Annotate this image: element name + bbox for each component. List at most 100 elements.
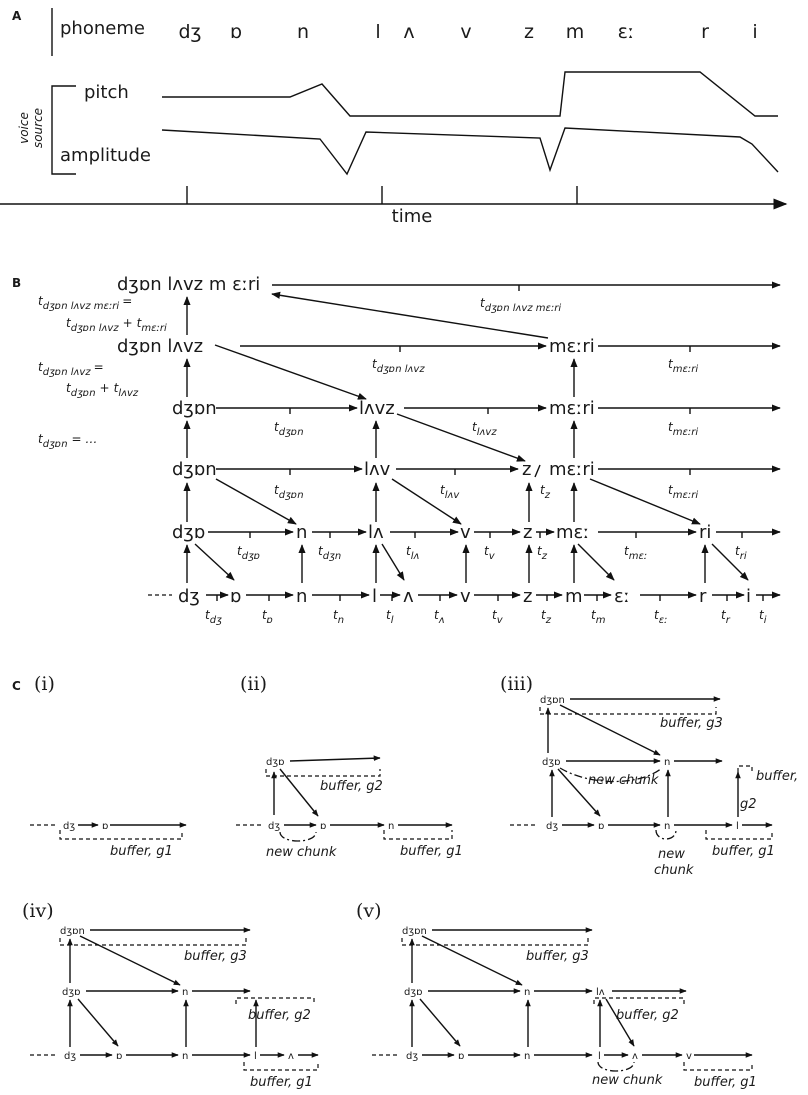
svg-text:tz: tz <box>537 544 548 562</box>
svg-text:buffer, g1: buffer, g1 <box>712 844 775 859</box>
node-l1-e: ɛː <box>614 586 630 607</box>
node-l6-sentence: dʒɒn lʌvz m ɛːri <box>117 274 260 295</box>
svg-text:tmɛːri: tmɛːri <box>668 420 698 438</box>
pitch-contour <box>162 71 778 117</box>
svg-text:tɒ: tɒ <box>262 608 273 626</box>
amplitude-label: amplitude <box>60 145 151 166</box>
svg-text:n: n <box>182 987 188 998</box>
phoneme-4: l <box>375 21 380 43</box>
svg-text:ɒ: ɒ <box>598 821 604 832</box>
amplitude-contour <box>161 127 779 176</box>
subpanel-iv: (iv) dʒɒn buffer, g3 dʒɒ n buffer, g2 dʒ… <box>22 900 319 1090</box>
node-l3-lav: lʌv <box>364 459 391 480</box>
node-l4-meri: mɛːri <box>549 398 595 419</box>
svg-text:chunk: chunk <box>654 863 694 878</box>
panel-b: B tdʒɒn lʌvz mɛːri= tdʒɒn lʌvz+tmɛːri td… <box>12 274 781 626</box>
phoneme-2: ɒ <box>230 21 242 43</box>
svg-text:dʒ: dʒ <box>64 1051 76 1062</box>
svg-text:new: new <box>658 847 685 862</box>
subpanel-iii: (iii) dʒɒn buffer, g3 dʒɒ n buffer, g2 n… <box>500 673 798 878</box>
svg-text:n: n <box>388 821 394 832</box>
node-l1-i: i <box>746 586 751 607</box>
node-l2-z: z <box>523 522 532 543</box>
svg-text:(i): (i) <box>34 673 55 695</box>
phoneme-label: phoneme <box>60 18 145 39</box>
svg-text:(iv): (iv) <box>22 900 54 922</box>
svg-text:tri: tri <box>735 544 747 562</box>
node-l2-dzo: dʒɒ <box>172 522 205 543</box>
voice-label: voice <box>17 112 31 144</box>
dur-l5-b: tmɛːri <box>668 357 698 375</box>
svg-text:new chunk: new chunk <box>266 845 337 860</box>
node-l1-v: v <box>460 586 471 607</box>
svg-text:new chunk: new chunk <box>588 773 659 788</box>
svg-text:dʒ: dʒ <box>63 821 75 832</box>
svg-text:ti: ti <box>759 608 767 626</box>
svg-text:tz: tz <box>541 608 552 626</box>
svg-text:dʒɒn: dʒɒn <box>60 926 85 937</box>
svg-text:v: v <box>686 1051 692 1062</box>
svg-text:tdʒn: tdʒn <box>318 544 341 562</box>
node-l5-meri: mɛːri <box>549 336 595 357</box>
svg-text:buffer, g1: buffer, g1 <box>694 1075 757 1090</box>
svg-text:(v): (v) <box>356 900 382 922</box>
svg-text:tdʒɒn: tdʒɒn <box>274 420 304 438</box>
phoneme-5: ʌ <box>403 21 414 43</box>
svg-text:tɛː: tɛː <box>654 608 668 626</box>
node-l1-n: n <box>296 586 307 607</box>
svg-text:ɒ: ɒ <box>102 821 108 832</box>
node-l1-z: z <box>523 586 532 607</box>
svg-text:buffer, g2: buffer, g2 <box>616 1008 679 1023</box>
svg-text:buffer,: buffer, <box>756 769 798 784</box>
node-l2-v: v <box>460 522 471 543</box>
svg-text:tdʒɒn lʌvz+tmɛːri: tdʒɒn lʌvz+tmɛːri <box>66 316 167 334</box>
svg-text:buffer, g2: buffer, g2 <box>248 1008 311 1023</box>
svg-text:tlʌ: tlʌ <box>406 544 419 562</box>
svg-text:tn: tn <box>333 608 344 626</box>
node-l4-dzon: dʒɒn <box>172 398 217 419</box>
node-l1-o: ɒ <box>230 586 241 607</box>
svg-text:buffer, g3: buffer, g3 <box>184 949 247 964</box>
dur-l6: tdʒɒn lʌvz mɛːri <box>480 296 561 314</box>
svg-text:ʌ: ʌ <box>288 1051 294 1062</box>
panel-c: C (i) dʒ ɒ buffer, g1 (ii) dʒ ɒ n buffer… <box>12 673 798 1090</box>
node-l3-dzon: dʒɒn <box>172 459 217 480</box>
svg-text:tr: tr <box>721 608 731 626</box>
dur-l5-a: tdʒɒn lʌvz <box>372 357 425 375</box>
svg-text:dʒɒ: dʒɒ <box>266 757 284 768</box>
svg-text:buffer, g2: buffer, g2 <box>320 779 383 794</box>
svg-text:n: n <box>524 1051 530 1062</box>
svg-text:tdʒɒ: tdʒɒ <box>237 544 260 562</box>
svg-text:tlʌvz: tlʌvz <box>472 420 497 438</box>
svg-text:(iii): (iii) <box>500 673 533 695</box>
svg-text:n: n <box>182 1051 188 1062</box>
panel-c-label: C <box>12 679 21 693</box>
svg-text:tdʒɒn lʌvz mɛːri=: tdʒɒn lʌvz mɛːri= <box>38 294 132 312</box>
svg-text:lʌ: lʌ <box>596 987 605 998</box>
panel-b-label: B <box>12 276 21 290</box>
svg-text:dʒɒ: dʒɒ <box>404 987 422 998</box>
subpanel-i: (i) dʒ ɒ buffer, g1 <box>30 673 187 859</box>
svg-text:tz: tz <box>540 483 551 501</box>
svg-text:ɒ: ɒ <box>320 821 326 832</box>
svg-text:dʒɒ: dʒɒ <box>62 987 80 998</box>
svg-text:ɒ: ɒ <box>458 1051 464 1062</box>
svg-text:l: l <box>254 1051 257 1062</box>
node-l3-meri: mɛːri <box>549 459 595 480</box>
phoneme-7: z <box>524 21 534 43</box>
pitch-label: pitch <box>84 82 129 103</box>
phoneme-10: r <box>701 21 709 43</box>
svg-text:tdʒɒn: tdʒɒn <box>274 483 304 501</box>
svg-text:g2: g2 <box>740 797 757 812</box>
phoneme-9: ɛː <box>618 21 635 43</box>
svg-text:dʒɒn: dʒɒn <box>540 695 565 706</box>
phoneme-8: m <box>566 21 585 43</box>
svg-text:buffer, g1: buffer, g1 <box>400 844 463 859</box>
svg-text:buffer, g3: buffer, g3 <box>660 716 723 731</box>
svg-text:n: n <box>664 821 670 832</box>
svg-text:dʒ: dʒ <box>406 1051 418 1062</box>
equation-3: tdʒɒn= … <box>38 432 97 450</box>
svg-text:dʒɒ: dʒɒ <box>542 757 560 768</box>
subpanel-v: (v) dʒɒn buffer, g3 dʒɒ n lʌ buffer, g2 … <box>356 900 757 1090</box>
